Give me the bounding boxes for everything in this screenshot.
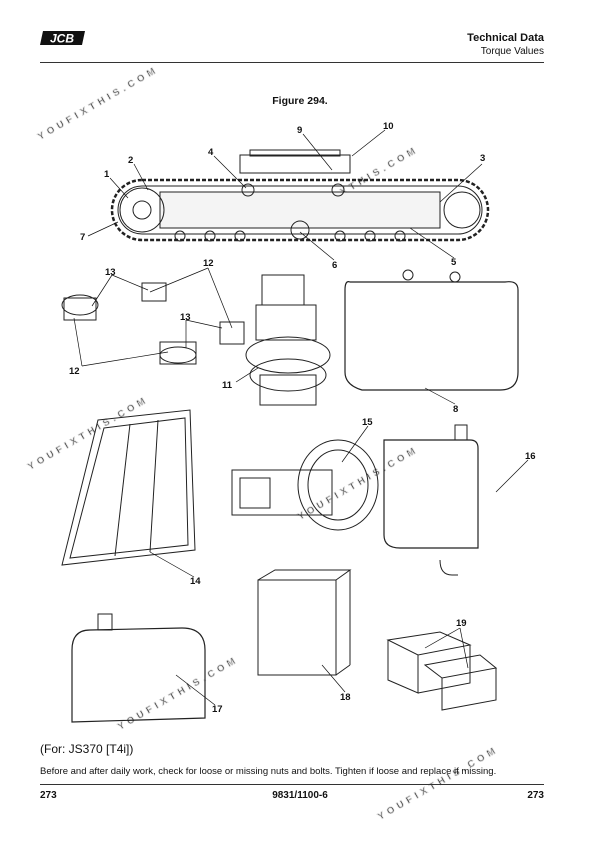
callout-11: 11: [222, 380, 233, 391]
figure-title: Figure 294.: [272, 95, 328, 107]
doc-number: 9831/1100-6: [272, 790, 328, 801]
callout-10: 10: [383, 121, 394, 132]
radiator-drawing: [61, 409, 196, 566]
swing-motor-drawing: [245, 274, 331, 406]
callout-13a: 13: [105, 267, 116, 278]
header-divider: [40, 62, 544, 63]
page-number-left: 273: [40, 790, 57, 801]
engine-mounts-drawing: [61, 282, 245, 365]
fuel-tank-drawing: [344, 281, 519, 391]
page-number-right: 273: [527, 790, 544, 801]
callout-6: 6: [332, 260, 337, 271]
callout-5: 5: [451, 257, 457, 268]
callout-4: 4: [208, 147, 214, 158]
figure-callouts: 1 2 3 4 5 6 7 8 9 10 11 12 12 13 13 14 1…: [69, 121, 536, 715]
callout-13b: 13: [180, 312, 191, 323]
footer-divider: [40, 784, 544, 785]
def-tank-drawing: [71, 627, 206, 723]
section-title: Technical Data: [467, 32, 544, 44]
hydraulic-pump-drawing: [231, 439, 379, 531]
callout-18: 18: [340, 692, 351, 703]
callout-15: 15: [362, 417, 373, 428]
callout-7: 7: [80, 232, 85, 243]
callout-17: 17: [212, 704, 223, 715]
callout-3: 3: [480, 153, 485, 164]
callout-14: 14: [190, 576, 201, 587]
brand-logo-text: JCB: [50, 32, 74, 46]
callout-9: 9: [297, 125, 302, 136]
callout-12a: 12: [203, 258, 214, 269]
control-valve-drawing: [257, 569, 352, 676]
figure-caption: (For: JS370 [T4i]): [40, 742, 134, 756]
callout-19: 19: [456, 618, 467, 629]
callout-1: 1: [104, 169, 110, 180]
inspection-note: Before and after daily work, check for l…: [40, 766, 497, 777]
brand-logo: JCB: [40, 31, 85, 46]
track-frame-drawing: [110, 149, 490, 242]
section-subtitle: Torque Values: [480, 46, 544, 57]
callout-16: 16: [525, 451, 536, 462]
callout-12b: 12: [69, 366, 80, 377]
batteries-drawing: [386, 631, 498, 711]
callout-8: 8: [453, 404, 458, 415]
hydraulic-tank-drawing: [383, 439, 479, 549]
callout-2: 2: [128, 155, 133, 166]
